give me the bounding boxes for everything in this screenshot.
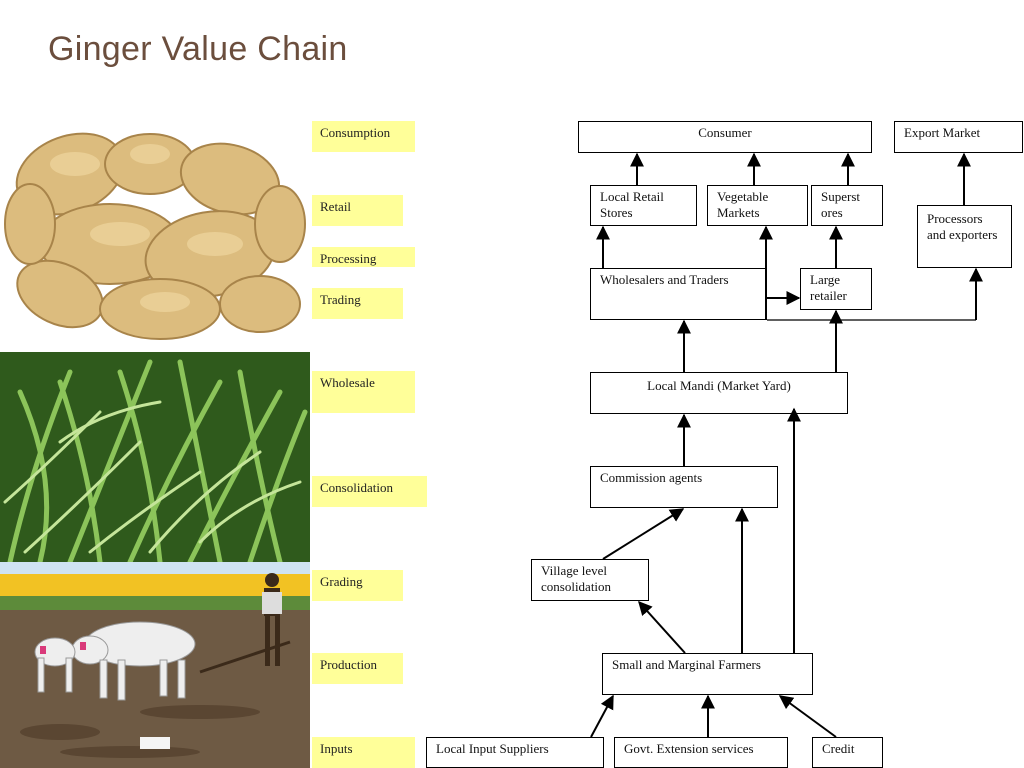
- node-local-retail-stores: Local Retail Stores: [590, 185, 697, 226]
- farmer-with-oxen-photo: [0, 562, 310, 768]
- node-village-consolidation: Village level consolidation: [531, 559, 649, 601]
- node-vegetable-markets: Vegetable Markets: [707, 185, 808, 226]
- node-export-market: Export Market: [894, 121, 1023, 153]
- arrow-village-to-commission-agents: [602, 508, 685, 560]
- stage-label-inputs: Inputs: [312, 737, 415, 768]
- node-local-mandi: Local Mandi (Market Yard): [590, 372, 848, 414]
- node-local-input-suppliers: Local Input Suppliers: [426, 737, 604, 768]
- arrow-input-suppliers-to-farmers: [590, 694, 614, 738]
- node-govt-extension-services: Govt. Extension services: [614, 737, 788, 768]
- arrow-credit-to-farmers: [778, 695, 837, 738]
- node-credit: Credit: [812, 737, 883, 768]
- stage-label-retail: Retail: [312, 195, 403, 226]
- node-consumer: Consumer: [578, 121, 872, 153]
- node-superstores: Superst ores: [811, 185, 883, 226]
- node-commission-agents: Commission agents: [590, 466, 778, 508]
- stage-label-consolidation: Consolidation: [312, 476, 427, 507]
- stage-label-production: Production: [312, 653, 403, 684]
- stage-label-consumption: Consumption: [312, 121, 415, 152]
- stage-label-processing: Processing: [312, 247, 415, 267]
- node-wholesalers-traders: Wholesalers and Traders: [590, 268, 767, 320]
- page-title: Ginger Value Chain: [48, 30, 348, 68]
- stage-label-grading: Grading: [312, 570, 403, 601]
- arrow-farmers-to-village: [638, 600, 686, 654]
- node-large-retailer: Large retailer: [800, 268, 872, 310]
- node-small-marginal-farmers: Small and Marginal Farmers: [602, 653, 813, 695]
- ginger-root-photo: [0, 104, 310, 352]
- stage-label-wholesale: Wholesale: [312, 371, 415, 413]
- stage-label-trading: Trading: [312, 288, 403, 319]
- node-processors-exporters: Processors and exporters: [917, 205, 1012, 268]
- ginger-plants-photo: [0, 352, 310, 562]
